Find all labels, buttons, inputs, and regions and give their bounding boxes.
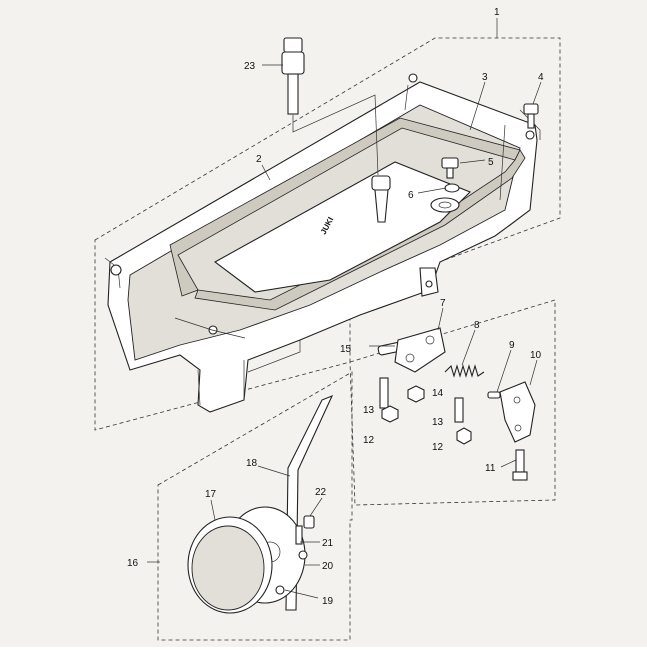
callout-labels: 1 2 3 4 5 6 7 8 9 10 11 12 12 13 13 14 1… [127,7,544,607]
leader-lines [147,18,542,599]
callout-19: 19 [322,596,334,607]
strainer-assembly [187,394,334,614]
callout-23: 23 [244,61,256,72]
callout-4: 4 [538,72,544,83]
o-ring-6 [444,183,460,193]
assembly-lever-boundary [349,299,556,506]
callout-10: 10 [530,350,542,361]
callout-6: 6 [408,190,414,201]
pin-23 [281,37,305,115]
assembly-16-boundary [157,371,353,641]
callout-5: 5 [488,157,494,168]
callout-13b: 13 [432,417,444,428]
callout-15: 15 [340,344,352,355]
callout-2: 2 [256,154,262,165]
callout-12b: 12 [432,442,444,453]
screw-4 [523,103,539,129]
pump-fitting [371,175,391,223]
lever-assembly [377,327,536,481]
gasket [169,117,521,297]
callout-22: 22 [315,487,327,498]
callout-11: 11 [485,463,496,474]
callout-3: 3 [482,72,488,83]
callout-1: 1 [494,7,500,18]
callout-12a: 12 [363,435,375,446]
oil-pan: JUKI [104,73,541,413]
callout-21: 21 [322,538,334,549]
callout-20: 20 [322,561,334,572]
callout-17: 17 [205,489,217,500]
callout-16: 16 [127,558,139,569]
callout-7: 7 [440,298,446,309]
plug-5 [441,157,459,179]
callout-9: 9 [509,340,515,351]
callout-8: 8 [474,320,480,331]
callout-18: 18 [246,458,258,469]
callout-13a: 13 [363,405,375,416]
callout-14: 14 [432,388,444,399]
